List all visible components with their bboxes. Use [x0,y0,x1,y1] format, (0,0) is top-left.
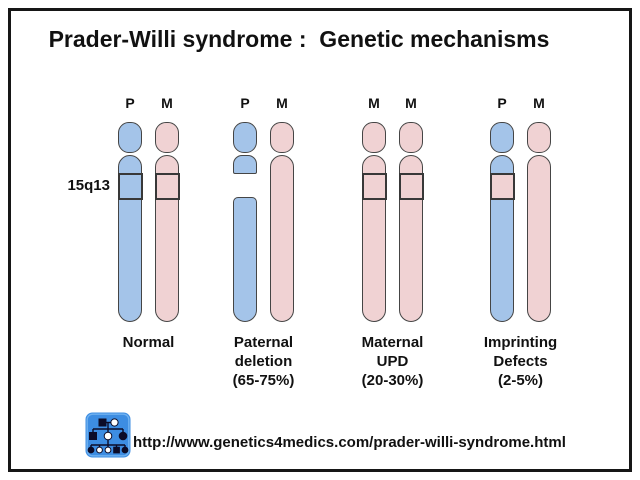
chromosome-p: P [233,95,257,335]
website-url: http://www.genetics4medics.com/prader-wi… [133,434,566,451]
caption-line: (2-5%) [497,372,543,389]
pedigree-chart-icon [85,412,131,458]
parent-origin-label: M [161,95,173,111]
band-15q13 [361,172,387,200]
long-arm-upper [233,155,257,174]
long-arm [361,155,387,322]
caption-line: Imprinting [483,334,558,351]
parent-origin-label: M [276,95,288,111]
parent-origin-label: M [405,95,417,111]
mechanism-group-paternal-deletion: P M Paternal deletion (65-75%) [233,95,295,395]
parent-origin-label: M [368,95,380,111]
parent-origin-label: M [533,95,545,111]
group-caption: Paternal deletion (65-75%) [203,333,324,390]
slide-title: Prader-Willi syndrome : Genetic mechanis… [48,26,550,52]
caption-line: deletion [234,353,293,370]
mechanism-group-normal: P M Normal [117,95,180,395]
caption-line: (20-30%) [361,372,424,389]
parent-origin-label: P [240,95,250,111]
short-arm [490,122,514,153]
caption-line: (65-75%) [232,372,295,389]
long-arm [270,155,294,322]
parent-origin-label: P [497,95,507,111]
band-15q13 [154,172,180,200]
short-arm [270,122,294,153]
band-15q13-imprinted [489,172,515,200]
long-arm [154,155,180,322]
chromosome-m: M [527,95,551,335]
band-15q13 [117,172,143,200]
long-arm [527,155,551,322]
short-arm [362,122,386,153]
short-arm [155,122,179,153]
chromosome-m: M [154,95,180,335]
long-arm [117,155,143,322]
band-15q13-label: 15q13 [67,177,110,194]
short-arm [527,122,551,153]
caption-line: Normal [122,334,175,351]
band-15q13 [398,172,424,200]
long-arm [398,155,424,322]
long-arm [489,155,515,322]
caption-line: Maternal [361,334,424,351]
caption-line: Defects [493,353,548,370]
genetics4medics-logo [85,412,131,458]
short-arm [233,122,257,153]
chromosome-p: P [489,95,515,335]
chromosome-m: M [398,95,424,335]
chromosome-m: M [270,95,294,335]
caption-line: Paternal [233,334,294,351]
parent-origin-label: P [125,95,135,111]
chromosome-m: M [361,95,387,335]
short-arm [118,122,142,153]
chromosome-p: P [117,95,143,335]
long-arm-lower [233,197,257,322]
short-arm [399,122,423,153]
group-caption: Normal [88,333,209,352]
caption-line: UPD [376,353,409,370]
